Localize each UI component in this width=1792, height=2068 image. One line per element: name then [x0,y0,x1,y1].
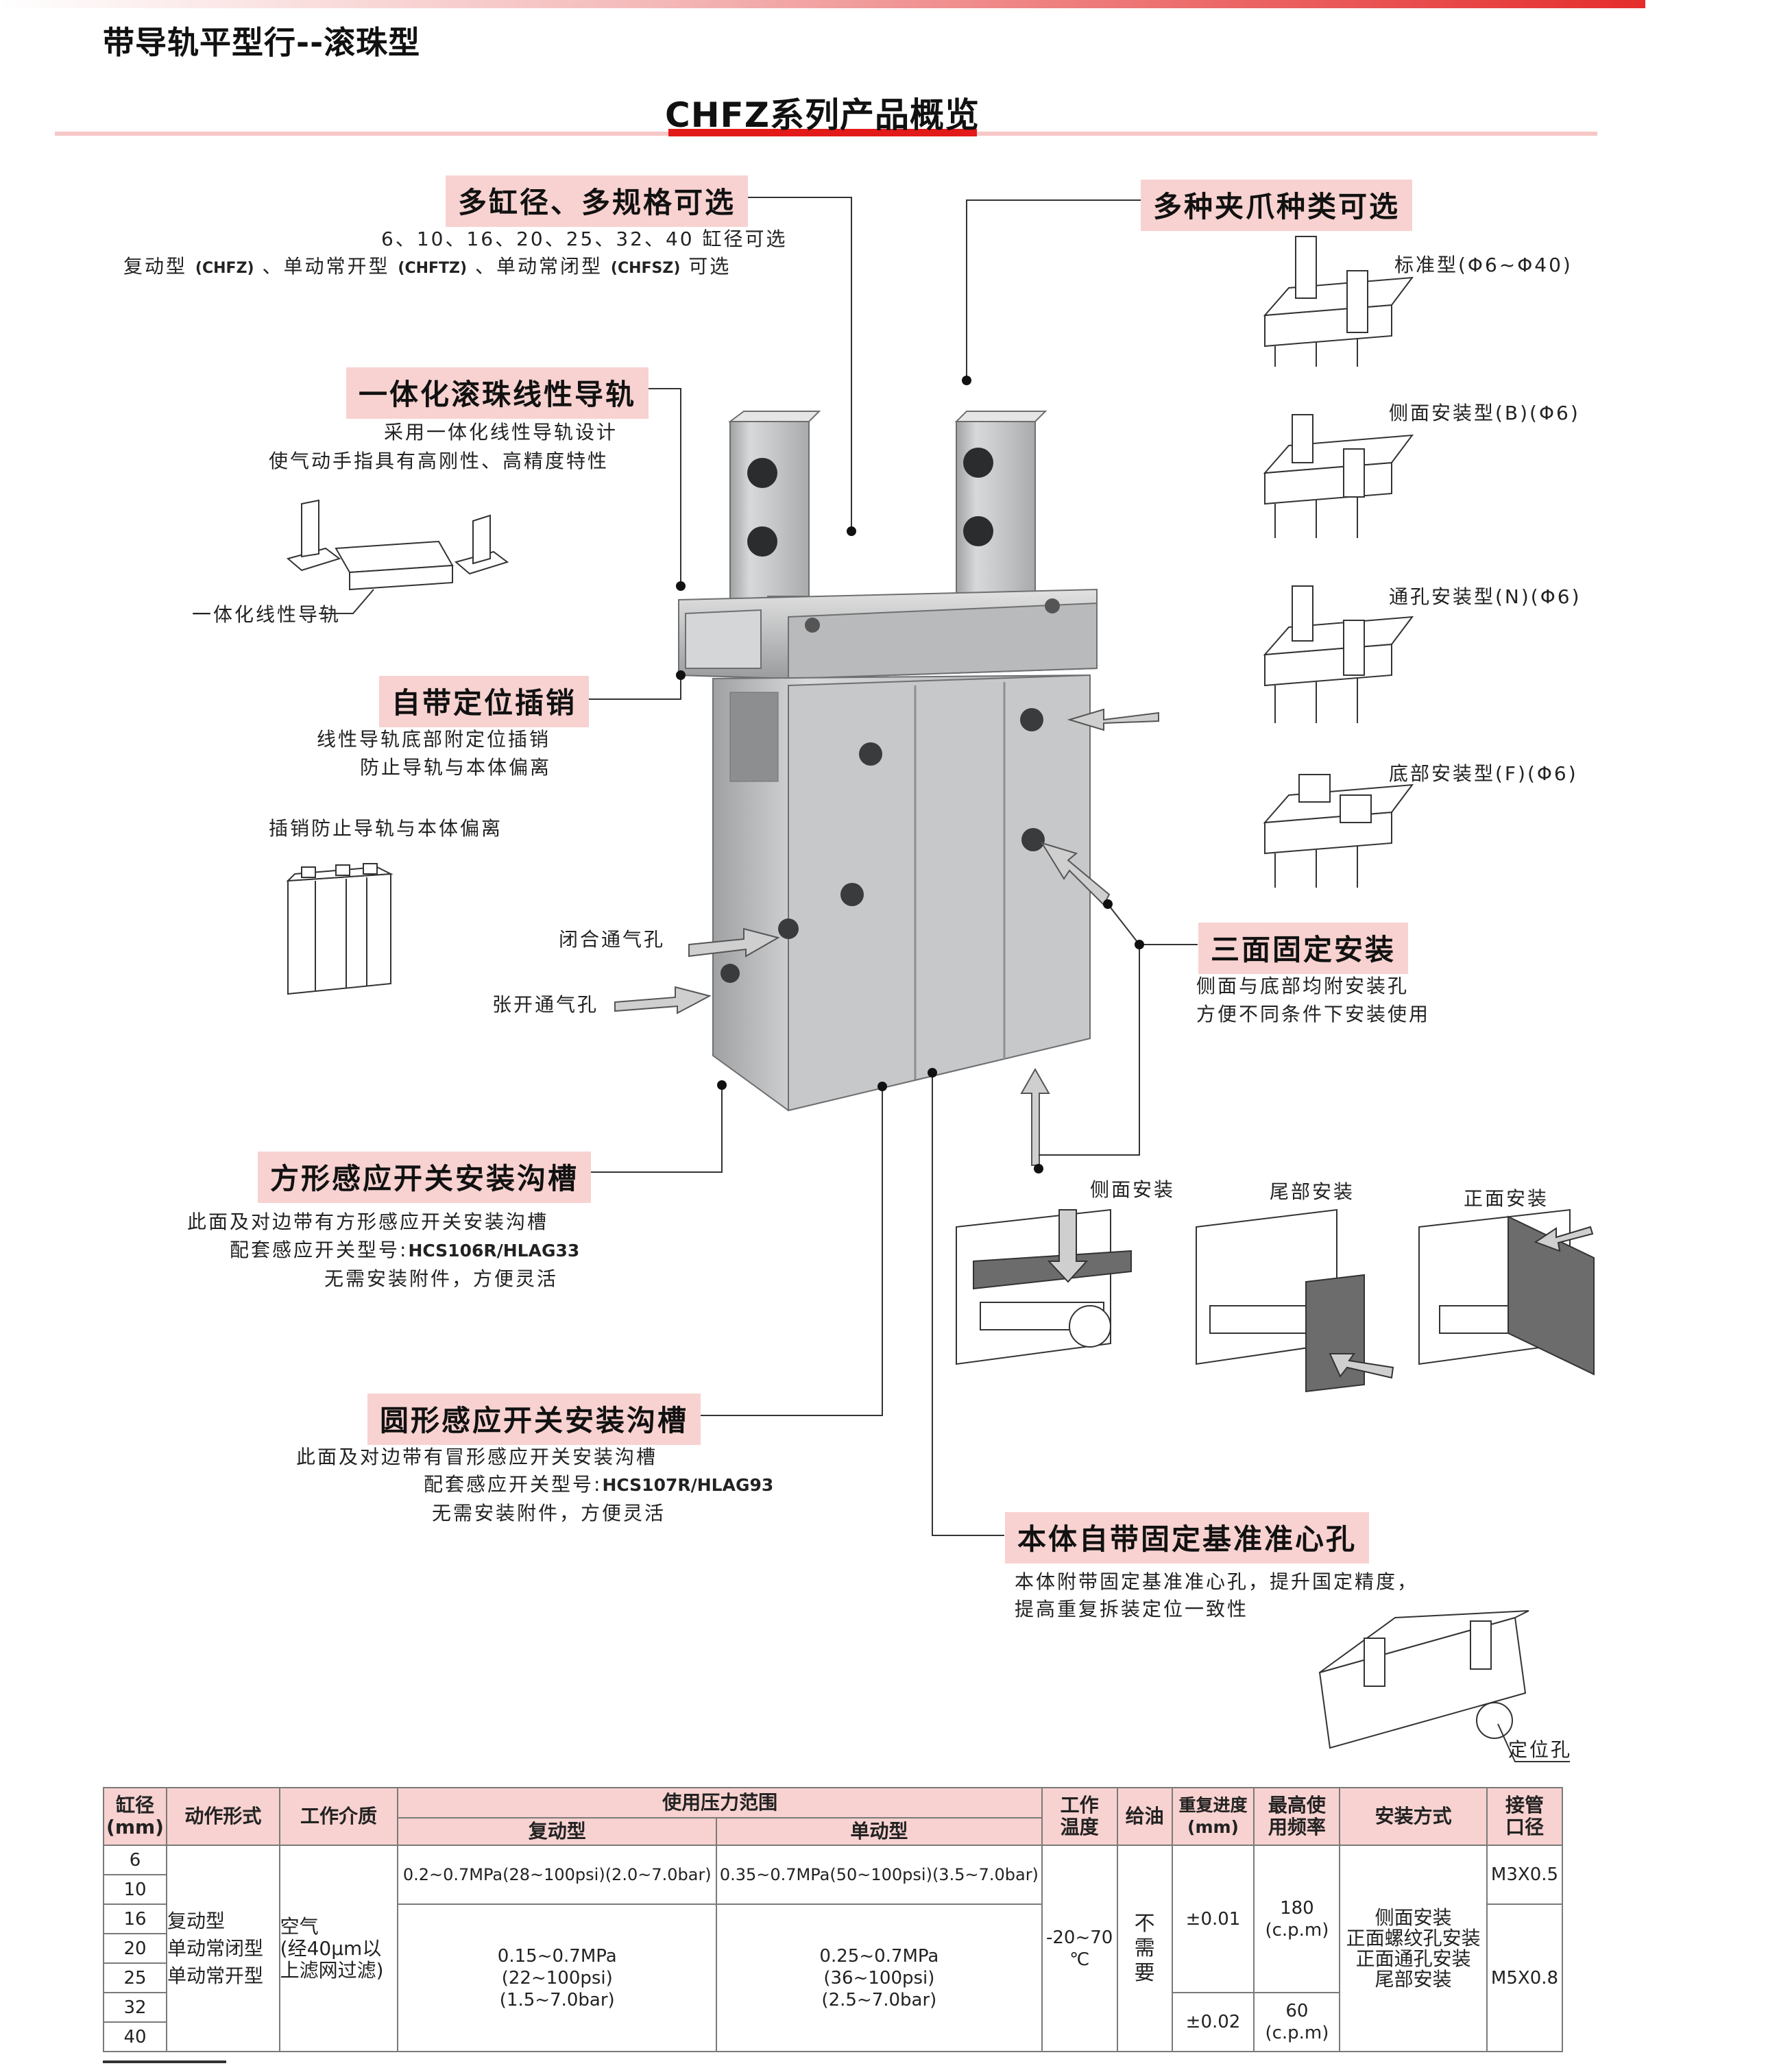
section-title: CHFZ系列产品概览 [665,95,980,135]
bore-cell: 25 [103,1962,167,1993]
header-temp: 工作 温度 [1041,1787,1118,1846]
bore-type-single-close: 、单动常闭型 [474,255,603,278]
header-pressure-single: 单动型 [716,1817,1043,1846]
port-large-cell: M5X0.8 [1486,1903,1564,2052]
callout-rail-title: 一体化滚珠线性导轨 [346,367,649,419]
close-port-label: 闭合通气孔 [559,928,666,951]
repeat-small-cell: ±0.01 [1171,1845,1255,1993]
bore-type-single-open: 、单动常开型 [262,255,390,278]
top-accent-bar [0,0,1645,8]
rail-desc-line1: 采用一体化线性导轨设计 [384,421,618,443]
datum-hole-drawing [1318,1610,1570,1762]
callout-square-groove-title: 方形感应开关安装沟槽 [258,1152,592,1203]
header-medium: 工作介质 [278,1787,399,1846]
round-groove-model: HCS107R/HLAG93 [602,1475,774,1495]
header-lube: 给油 [1116,1787,1173,1846]
callout-mount-title: 三面固定安装 [1198,923,1409,974]
datum-desc-line2: 提高重复拆装定位一致性 [1015,1598,1249,1620]
port-small-cell: M3X0.5 [1486,1845,1564,1905]
freq-large-cell: 60 (c.p.m) [1253,1992,1341,2052]
round-groove-line2: 配套感应开关型号:HCS107R/HLAG93 [424,1470,773,1499]
mount-desc-line1: 侧面与底部均附安装孔 [1196,975,1409,997]
linear-guide-drawing [286,499,509,591]
header-repeat: 重复进度 (mm) [1171,1787,1255,1846]
square-groove-line2: 配套感应开关型号:HCS106R/HLAG33 [230,1236,579,1265]
temp-cell: -20~70 ℃ [1041,1845,1118,2052]
repeat-large-cell: ±0.02 [1171,1992,1255,2052]
datum-desc-line1: 本体附带固定基准准心孔，提升国定精度， [1015,1570,1419,1593]
square-groove-model: HCS106R/HLAG33 [408,1241,580,1261]
header-bore: 缸径 (mm) [103,1787,167,1846]
pin-desc-line2: 防止导轨与本体偏离 [360,756,552,779]
bore-cell: 40 [103,2021,167,2052]
pressure-large-double: 0.15~0.7MPa (22~100psi) (1.5~7.0bar) [397,1903,718,2052]
callout-round-groove-title: 圆形感应开关安装沟槽 [367,1394,701,1445]
square-groove-model-label: 配套感应开关型号: [230,1239,409,1261]
spec-table: 缸径 (mm) 动作形式 工作介质 使用压力范围 工作 温度 给油 重复进度 (… [103,1787,1564,2052]
bore-cell: 6 [103,1845,167,1875]
action-cell: 复动型 单动常闭型 单动常开型 [165,1845,280,2052]
round-groove-line1: 此面及对边带有冒形感应开关安装沟槽 [296,1446,658,1468]
jaw-type-side: 侧面安装型(B)(Φ6) [1389,402,1580,424]
pin-desc-line1: 线性导轨底部附定位插销 [317,728,551,751]
round-groove-line3: 无需安装附件，方便灵活 [432,1502,666,1524]
page-title: 带导轨平型行--滚珠型 [103,24,421,61]
header-mount: 安装方式 [1339,1787,1488,1846]
bore-cell: 32 [103,1992,167,2023]
bore-cell: 16 [103,1903,167,1934]
jaw-type-standard: 标准型(Φ6~Φ40) [1394,254,1573,276]
vent-arrows [614,708,1159,1166]
header-port: 接管 口径 [1486,1787,1564,1846]
callout-datum-title: 本体自带固定基准准心孔 [1005,1512,1370,1564]
square-groove-line1: 此面及对边带有方形感应开关安装沟槽 [187,1211,549,1233]
header-pressure: 使用压力范围 [397,1787,1043,1818]
header-action: 动作形式 [165,1787,280,1846]
mount-view-side: 侧面安装 [1090,1178,1176,1201]
jaw-type-through: 通孔安装型(N)(Φ6) [1389,585,1582,608]
freq-small-cell: 180 (c.p.m) [1253,1845,1341,1993]
pressure-large-single: 0.25~0.7MPa (36~100psi) (2.5~7.0bar) [716,1903,1043,2052]
callout-pin-title: 自带定位插销 [379,676,590,727]
open-port-label: 张开通气孔 [492,993,599,1016]
mount-view-front: 正面安装 [1464,1187,1549,1210]
mount-view-rear: 尾部安装 [1270,1180,1355,1203]
bore-types-text: 复动型 (CHFZ) 、单动常开型 (CHFTZ) 、单动常闭型 (CHFSZ)… [123,252,731,282]
gripper-product-image [678,411,1098,1112]
datum-caption: 定位孔 [1508,1738,1573,1761]
jaw-type-bottom: 底部安装型(F)(Φ6) [1389,762,1578,785]
header-freq: 最高使 用频率 [1253,1787,1341,1846]
square-groove-line3: 无需安装附件，方便灵活 [324,1267,559,1290]
callout-bore-title: 多缸径、多规格可选 [446,175,749,227]
pin-drawing [286,863,393,995]
mounting-view-drawings [956,1208,1595,1393]
pressure-small-double: 0.2~0.7MPa(28~100psi)(2.0~7.0bar) [397,1845,718,1905]
jaw-type-drawings [1263,236,1414,888]
lube-cell: 不 需 要 [1116,1845,1173,2052]
bore-sizes-text: 6、10、16、20、25、32、40 缸径可选 [381,228,788,250]
footer-rule [103,2060,226,2063]
rail-caption: 一体化线性导轨 [192,603,341,626]
medium-cell: 空气 (经40μm以 上滤网过滤) [278,1845,399,2052]
bore-type-single-open-code: (CHFTZ) [398,260,468,277]
title-underline-accent [668,129,977,136]
rail-desc-line2: 使气动手指具有高刚性、高精度特性 [269,450,609,472]
leader-dots [676,376,1144,1173]
bore-type-double-code: (CHFZ) [195,260,254,277]
mount-desc-line2: 方便不同条件下安装使用 [1196,1003,1431,1025]
bore-cell: 10 [103,1874,167,1905]
bore-type-single-close-code: (CHFSZ) [610,260,681,277]
mount-cell: 侧面安装 正面螺纹孔安装 正面通孔安装 尾部安装 [1339,1845,1488,2052]
bore-type-suffix: 可选 [688,255,731,278]
pressure-small-single: 0.35~0.7MPa(50~100psi)(3.5~7.0bar) [716,1845,1043,1905]
round-groove-model-label: 配套感应开关型号: [424,1473,603,1496]
header-pressure-double: 复动型 [397,1817,718,1846]
callout-jaws-title: 多种夹爪种类可选 [1141,180,1413,231]
bore-type-double: 复动型 [123,255,188,278]
overview-illustration [286,197,1595,1762]
bore-cell: 20 [103,1933,167,1964]
pin-caption: 插销防止导轨与本体偏离 [269,817,503,840]
